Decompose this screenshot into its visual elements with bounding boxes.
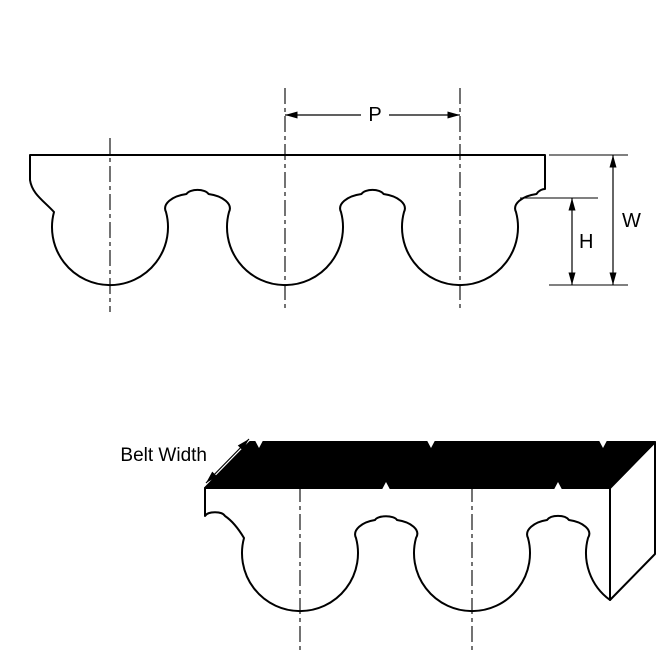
belt-3d-top-face [204, 441, 656, 489]
pitch-notch-back-3 [599, 440, 607, 448]
pitch-notch-back-1 [255, 440, 263, 448]
height-label: H [579, 231, 593, 253]
belt-3d-front-face [204, 487, 611, 613]
pitch-label: P [368, 104, 381, 126]
belt-width-label: Belt Width [120, 445, 207, 466]
pitch-notch-front-1 [382, 482, 390, 490]
pitch-notch-front-2 [554, 482, 562, 490]
belt-cross-section-profile [29, 154, 546, 287]
pitch-notch-back-2 [427, 440, 435, 448]
width-label: W [622, 210, 641, 232]
belt-width-arrow [205, 438, 250, 484]
